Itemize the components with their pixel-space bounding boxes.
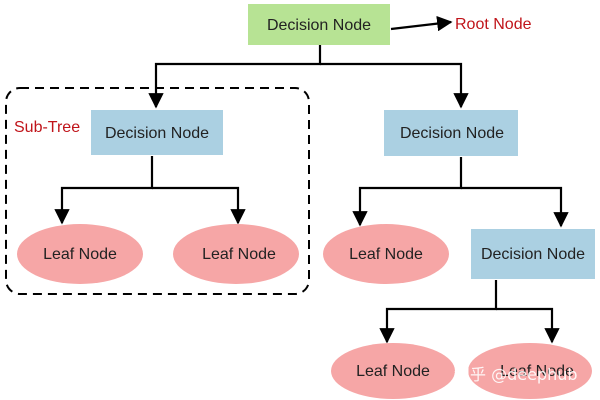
leaf-node-4-label: Leaf Node <box>356 363 430 380</box>
watermark: 知乎 @deephub <box>454 365 578 384</box>
connector-root-right <box>320 62 469 109</box>
connector-left-decision <box>54 156 154 225</box>
connector-lower-decision-right <box>496 307 560 344</box>
left-decision-node-label: Decision Node <box>105 125 209 142</box>
leaf-node-4: Leaf Node <box>331 343 455 399</box>
root-decision-node-label: Decision Node <box>267 17 371 34</box>
leaf-node-2-label: Leaf Node <box>202 246 276 263</box>
right-decision-node-label: Decision Node <box>400 125 504 142</box>
root-annotation-arrow <box>390 15 453 32</box>
connector-right-decision-right <box>461 186 569 228</box>
lower-decision-node-label: Decision Node <box>481 246 585 263</box>
connector-left-decision-right <box>152 186 246 225</box>
connector-right-decision <box>352 157 463 227</box>
subtree-boundary <box>5 87 310 295</box>
leaf-node-3: Leaf Node <box>323 224 449 284</box>
leaf-node-5: Leaf Node <box>468 343 592 399</box>
leaf-node-5-label: Leaf Node <box>500 363 574 380</box>
root-decision-node: Decision Node <box>248 4 390 45</box>
leaf-node-1-label: Leaf Node <box>43 246 117 263</box>
right-decision-node: Decision Node <box>384 110 518 156</box>
connector-lines <box>54 15 569 344</box>
lower-decision-node: Decision Node <box>471 229 595 279</box>
root-node-annotation: Root Node <box>455 16 532 33</box>
connector-root-children <box>148 45 322 109</box>
leaf-node-3-label: Leaf Node <box>349 246 423 263</box>
leaf-node-2: Leaf Node <box>173 224 299 284</box>
subtree-label: Sub-Tree <box>14 119 80 136</box>
connector-lower-decision <box>379 280 498 344</box>
left-decision-node: Decision Node <box>91 110 223 155</box>
leaf-node-1: Leaf Node <box>17 224 143 284</box>
